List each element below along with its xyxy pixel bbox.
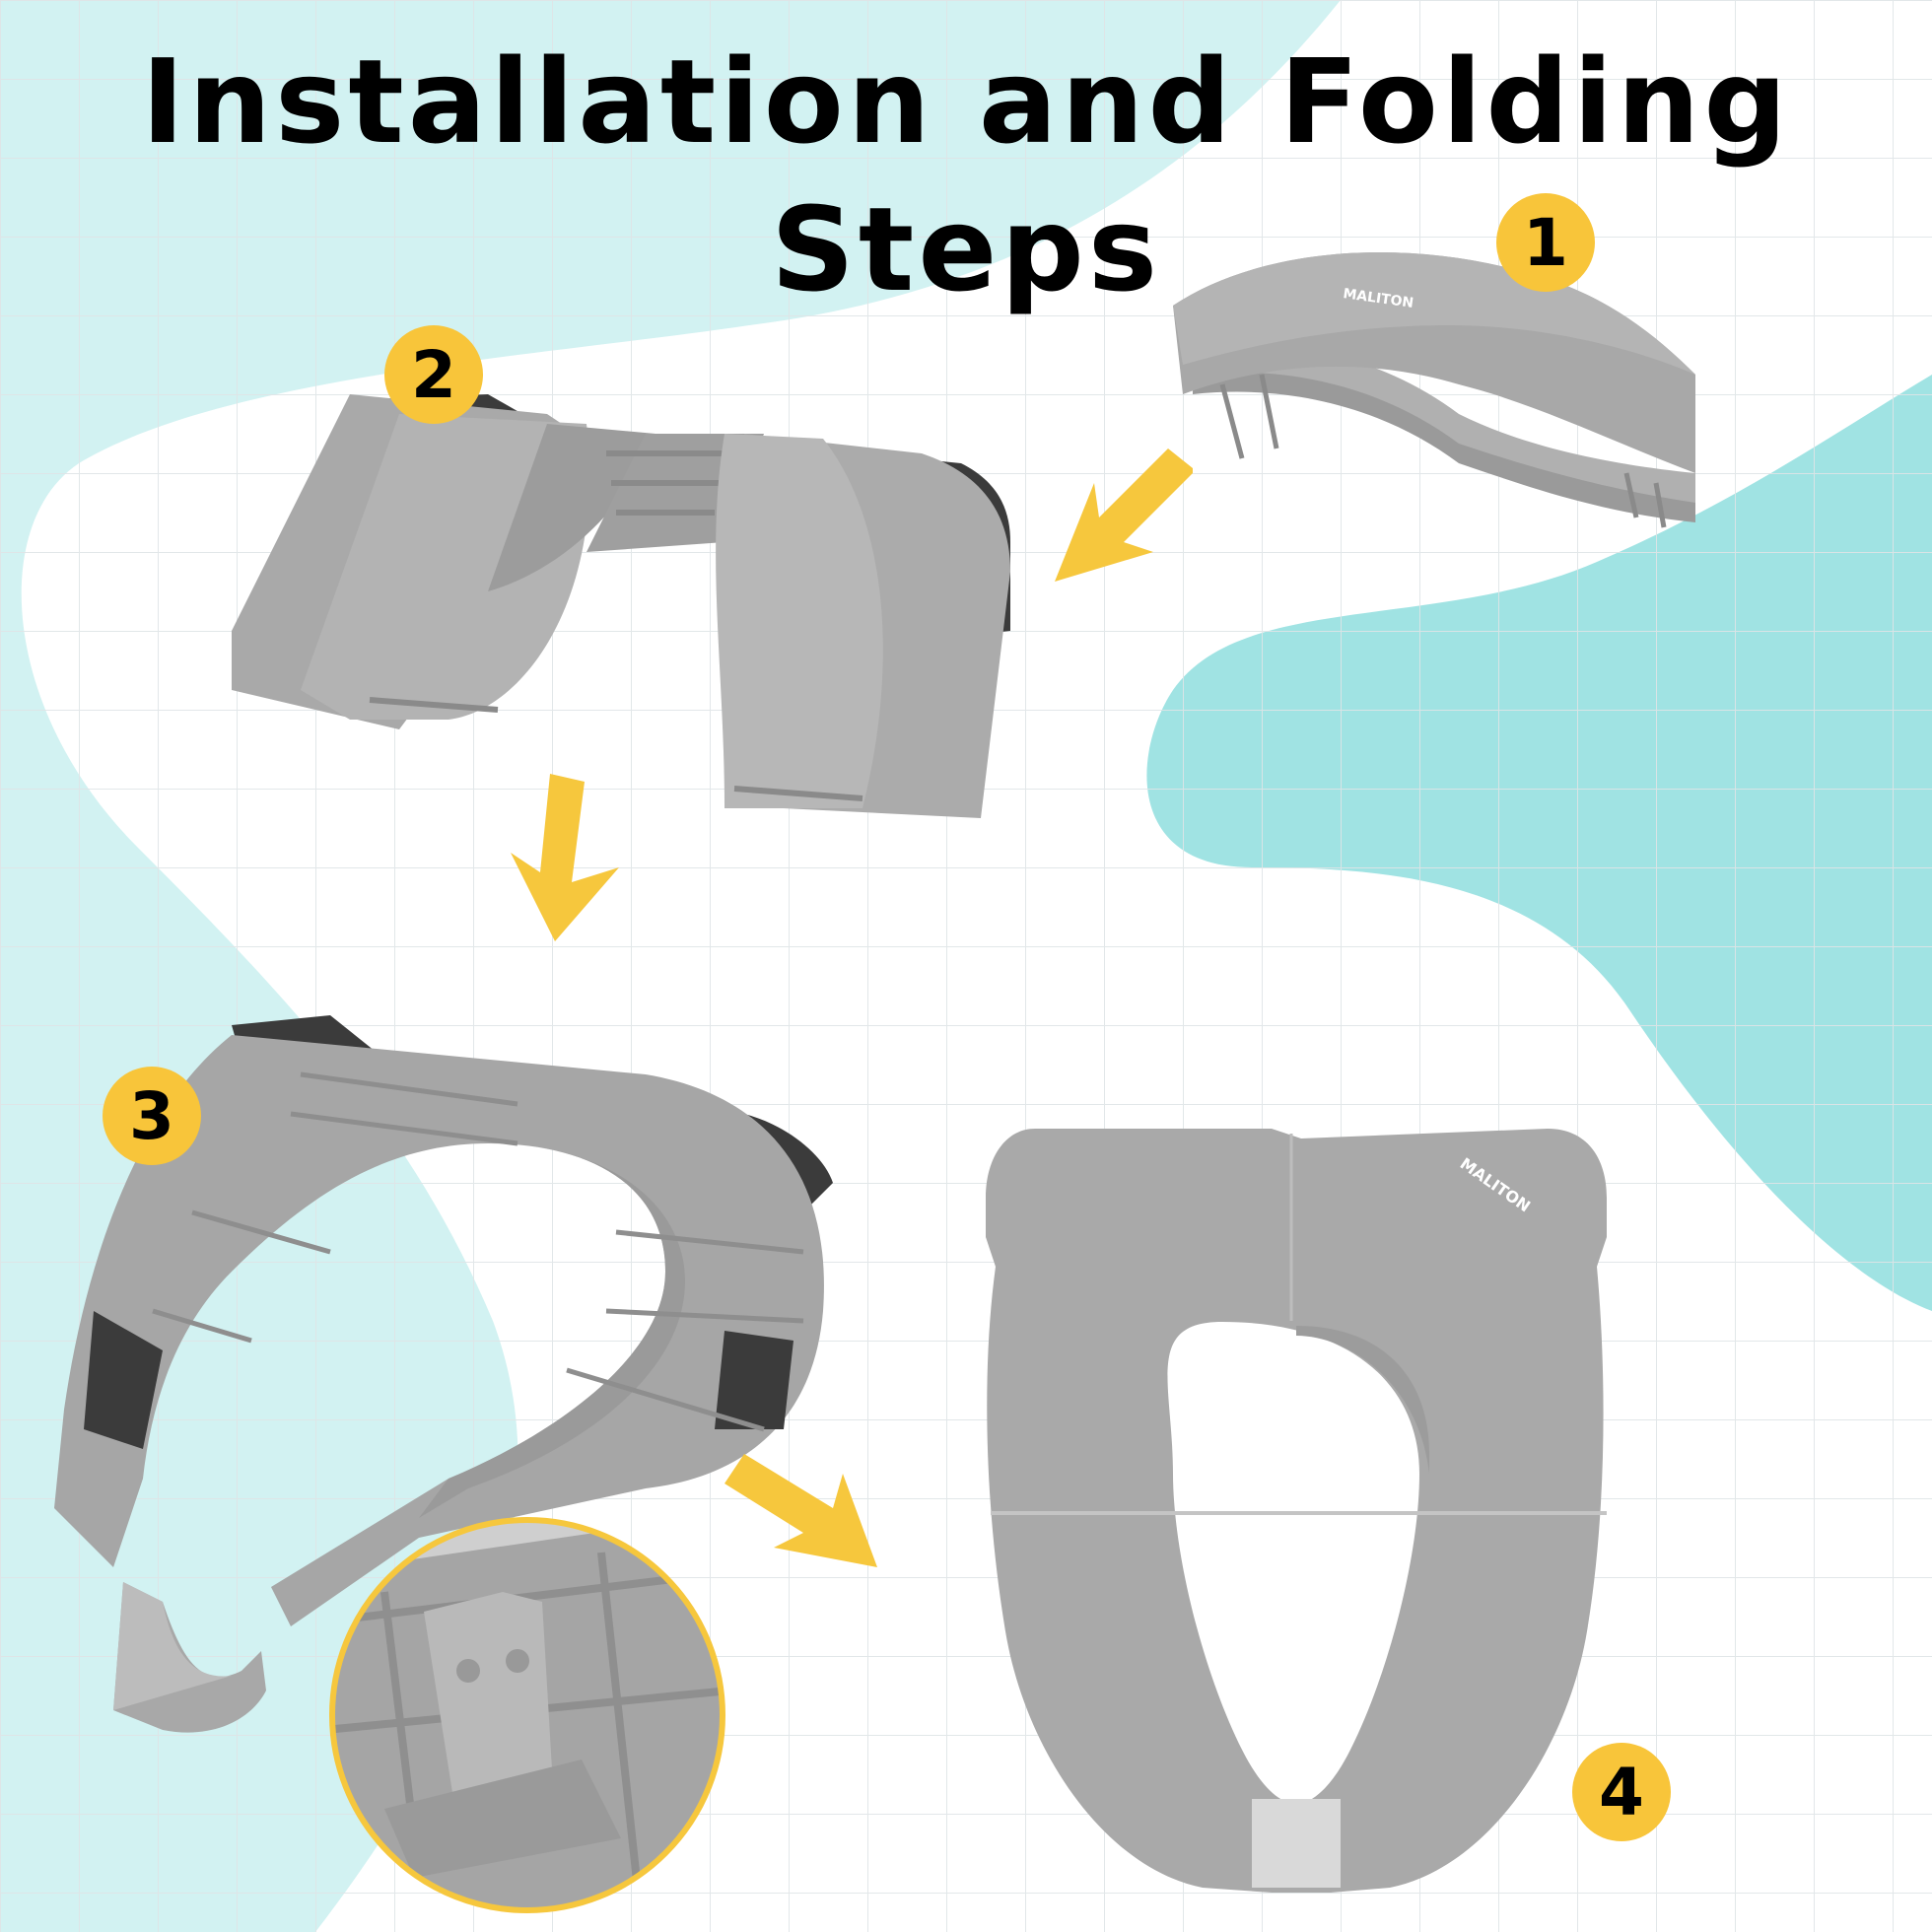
step-2-number: 2: [411, 336, 456, 413]
arrow-down-icon: [511, 774, 619, 941]
step-4-badge: 4: [1572, 1743, 1671, 1841]
step-1-badge: 1: [1496, 193, 1595, 292]
step-2-half-unfolded-seat: [232, 394, 1010, 818]
seat-clip-piece: [113, 1582, 266, 1733]
step-3-unfolded-underside: [54, 1015, 833, 1626]
arrow-down-right-icon: [724, 1454, 877, 1567]
step-4-assembled-seat: MALITON: [986, 1129, 1607, 1893]
step-1-number: 1: [1523, 204, 1568, 281]
page-title: Installation and Folding Steps: [141, 34, 1791, 317]
arrow-down-left-icon: [1055, 448, 1193, 582]
step-3-badge: 3: [103, 1067, 201, 1165]
step-2-badge: 2: [384, 325, 483, 424]
hinge-detail-zoom: [329, 1517, 725, 1913]
step-3-number: 3: [129, 1077, 174, 1154]
step-1-folded-seat: MALITON: [1173, 252, 1695, 528]
step-4-number: 4: [1599, 1754, 1644, 1830]
